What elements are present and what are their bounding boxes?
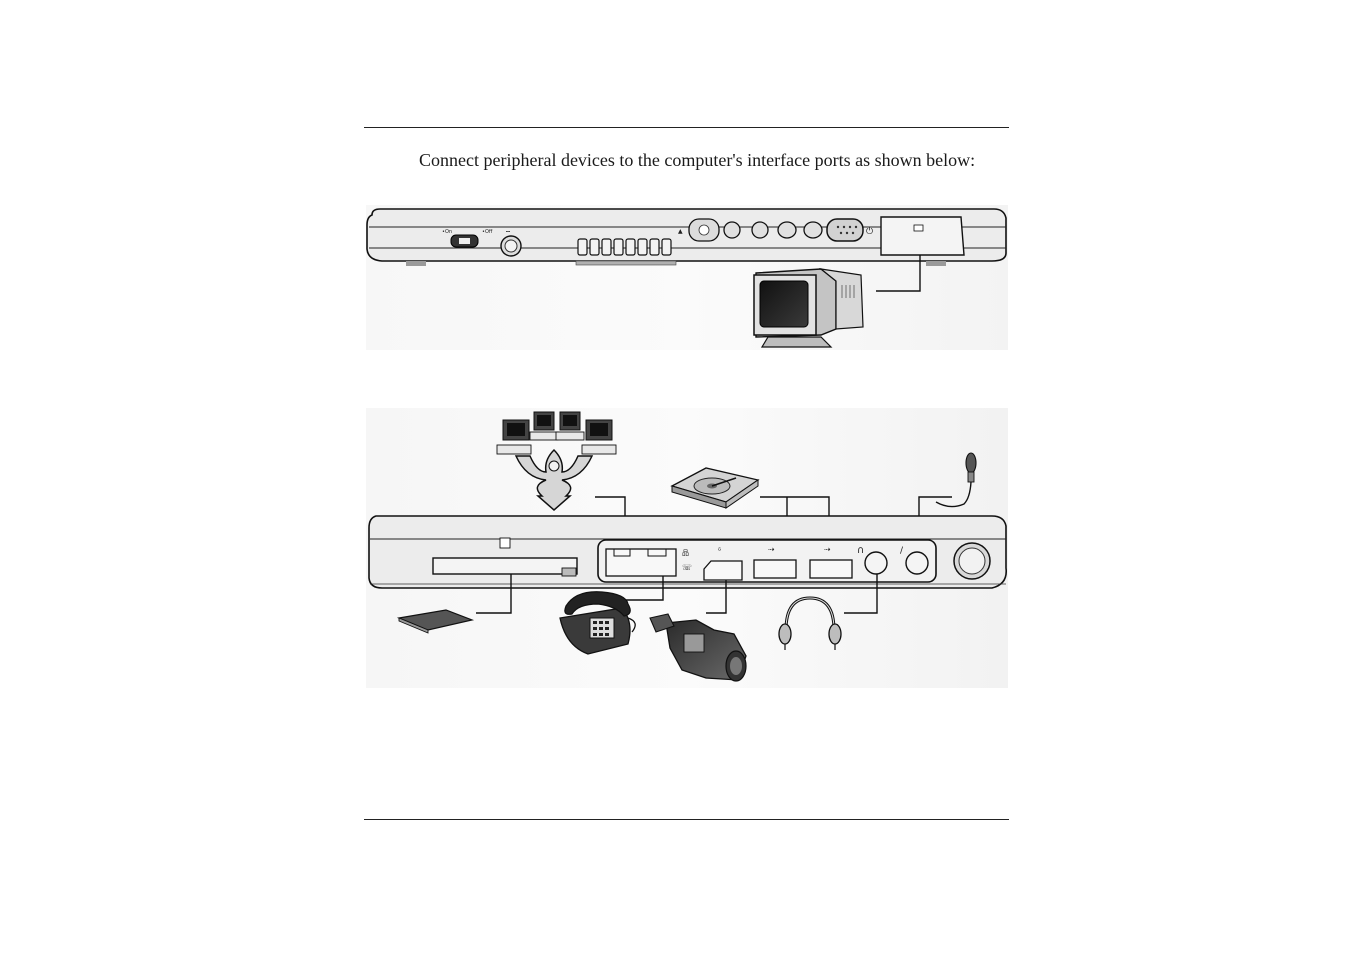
indicator-cluster: ▲ ⏻ (678, 218, 873, 242)
network-computer (496, 419, 532, 455)
lan-icon: 品 (682, 549, 689, 557)
usb-port-2 (809, 559, 853, 579)
header-rule (364, 127, 1009, 128)
modem-icon: ☏ (682, 563, 692, 572)
headphones-illustration (778, 596, 842, 650)
microphone-icon: / (900, 546, 904, 556)
on-label: •Off (482, 229, 493, 235)
network-computer (529, 411, 559, 441)
side-panel-figure: 品 ☏ ᵟ ⇢ ⇢ ∩ / (366, 408, 1008, 688)
usb-icon: ⇢ (768, 545, 775, 554)
headphone-connector-line (844, 574, 878, 614)
headphone-jack (864, 551, 888, 575)
network-illustration (496, 411, 617, 511)
ieee1394-icon: ᵟ (718, 546, 721, 555)
microphone-jack (905, 551, 929, 575)
external-monitor-illustration (753, 268, 864, 348)
crt-icon (913, 224, 924, 232)
usb-port-1 (753, 559, 797, 579)
headphone-icon: ∩ (857, 545, 864, 556)
network-computer (555, 411, 585, 441)
svg-text:⎓: ⎓ (506, 229, 510, 235)
pc-card-connector-line (476, 574, 512, 614)
hard-disk-illustration (670, 467, 760, 509)
vent-slots (577, 238, 672, 256)
pc-card-illustration (396, 609, 475, 634)
modem-connector-line (626, 576, 664, 601)
off-label: •On (442, 229, 452, 235)
laptop-side-chassis: 品 ☏ ᵟ ⇢ ⇢ ∩ / (368, 515, 1008, 589)
camcorder-illustration (649, 613, 747, 682)
usb-icon: ⇢ (824, 545, 831, 554)
footer-rule (364, 819, 1009, 820)
antenna-icon: ▲ (678, 228, 683, 235)
ieee1394-connector-line (706, 580, 727, 614)
pc-card-eject-icon (499, 537, 511, 549)
pc-card-slot (432, 557, 578, 575)
power-switch: •On •Off (442, 229, 493, 248)
power-icon: ⏻ (866, 226, 873, 237)
rear-panel-figure: •On •Off ⎓ ▲ ⏻ (366, 205, 1008, 350)
network-computer (581, 419, 617, 455)
monitor-connector-line (876, 255, 921, 292)
crt-port (880, 216, 965, 256)
dc-in-port: ⎓ (500, 229, 522, 257)
ieee1394-port (703, 560, 743, 581)
lan-modem-ports (605, 548, 677, 577)
instruction-text: Connect peripheral devices to the comput… (419, 150, 976, 170)
telephone-illustration (559, 591, 636, 655)
microphone-illustration (935, 452, 977, 508)
